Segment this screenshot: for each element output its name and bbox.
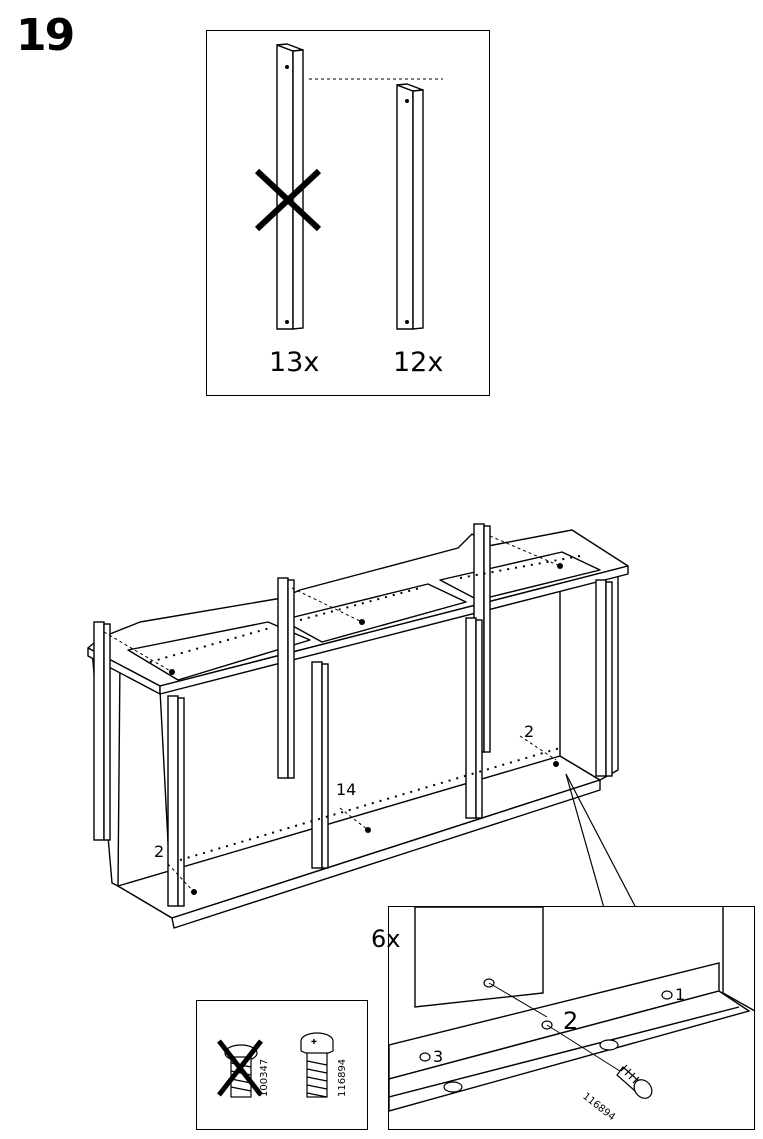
hole-1-icon [662,991,672,999]
rail-back-right-icon [474,524,490,752]
detail-screw-icon [617,1065,656,1102]
screw-icon [169,669,175,675]
rail-front-left-icon [168,696,184,906]
correct-screw-icon: ✚ [301,1033,333,1097]
hole-3-label: 3 [433,1047,443,1066]
step-number: 19 [16,10,73,61]
svg-text:✚: ✚ [311,1038,317,1046]
detail-rail [415,907,543,1007]
rail-comparison-panel: 13x 12x [206,30,490,396]
rail-back-middle-icon [278,578,294,778]
top-panel [88,530,628,686]
wrong-part-number: 100347 [259,1059,270,1097]
screw-icon [557,563,563,569]
left-side-panel [92,650,172,918]
top-cutout-left [128,622,310,680]
detail-panel: 6x 1 2 3 116894 [388,906,755,1130]
hole-3-icon [420,1053,430,1061]
top-cutout-middle [282,584,466,642]
screw-icon [191,889,197,895]
right-side-panel [560,572,618,780]
callout-left-count: 2 [154,842,164,861]
detail-quantity: 6x [371,925,400,953]
rail-front-right-icon [466,618,482,818]
short-rail-count: 12x [393,347,443,378]
rail-back-left-icon [94,622,110,840]
hole-1-label: 1 [675,985,685,1004]
top-cutout-right [440,552,600,600]
rail-front-middle-icon [312,662,328,868]
screw-icon [365,827,371,833]
screw-icon [359,619,365,625]
correct-part-number: 116894 [337,1059,348,1097]
short-rail-icon [397,84,423,329]
callout-middle-count: 14 [336,780,356,799]
hole-2-label: 2 [563,1007,578,1035]
callout-right-count: 2 [524,722,534,741]
screw-parts-panel: ✚ 100347 116894 [196,1000,368,1130]
long-rail-count: 13x [269,347,319,378]
rail-comparison-drawing [207,31,491,397]
rail-right-side-icon [596,580,612,776]
screw-icon [553,761,559,767]
bottom-panel [118,756,600,918]
